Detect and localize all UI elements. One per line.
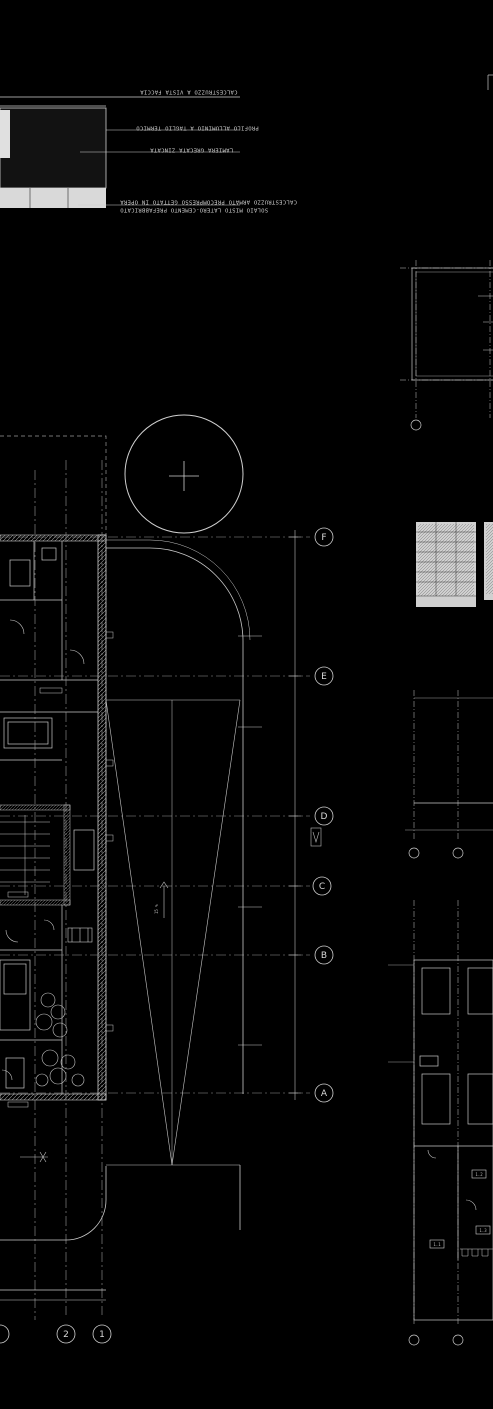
svg-text:D: D (321, 812, 328, 822)
svg-text:F: F (321, 533, 326, 543)
grid-bubble-E: E (314, 666, 334, 686)
slope-label: 15 % (154, 904, 159, 914)
svg-text:1.3: 1.3 (479, 1228, 487, 1233)
north-circle-symbol (124, 414, 244, 534)
grid-bubble-F: F (314, 527, 334, 547)
grid-bubble-col-1: 1 (92, 1324, 112, 1344)
grid-bubbles: F E D C B A 1 2 (0, 527, 334, 1344)
wall-section-detail (0, 96, 240, 208)
legend-note: CALCESTRUZZO ARMATO PRECOMPRESSO GETTATO… (120, 198, 297, 205)
room-tag: 1.3 (475, 1225, 491, 1235)
plaza-ramp (105, 539, 262, 1230)
svg-text:B: B (321, 951, 327, 961)
grid-bubble-B: B (314, 945, 334, 965)
plan-view-bottom-right (388, 900, 493, 1346)
svg-text:1.1: 1.1 (433, 1242, 441, 1247)
section-view-middle-right (405, 690, 493, 859)
floor-plan (0, 435, 310, 1320)
legend-note: PROFILO ALLUMINIO A TAGLIO TERMICO (136, 124, 259, 131)
legend-note: SOLAIO MISTO LATERO-CEMENTO PREFABBRICAT… (120, 206, 269, 213)
grid-bubble-col-2: 2 (56, 1324, 76, 1344)
legend-note: CALCESTRUZZO A VISTA FACCIA (140, 88, 238, 95)
legend-note: LAMIERA GRECATA ZINCATA (150, 146, 234, 153)
room-tag: 1.2 (471, 1169, 487, 1179)
schedule-table-1 (416, 522, 476, 607)
grid-bubble-col-3 (0, 1324, 10, 1344)
svg-text:A: A (321, 1089, 328, 1099)
room-tags: 1.1 1.2 1.3 (429, 1169, 491, 1249)
schedule-table-2 (484, 522, 493, 600)
svg-text:2: 2 (63, 1330, 69, 1340)
svg-text:E: E (321, 672, 327, 682)
section-view-top-right (400, 74, 493, 431)
dimension-chain (289, 530, 322, 1100)
grid-bubble-C: C (312, 876, 332, 896)
svg-text:15 %: 15 % (154, 904, 159, 914)
svg-text:1: 1 (99, 1330, 105, 1340)
grid-bubble-D: D (314, 806, 334, 826)
room-tag: 1.1 (429, 1239, 445, 1249)
svg-text:C: C (319, 882, 325, 892)
svg-text:1.2: 1.2 (475, 1172, 483, 1177)
grid-bubble-A: A (314, 1083, 334, 1103)
